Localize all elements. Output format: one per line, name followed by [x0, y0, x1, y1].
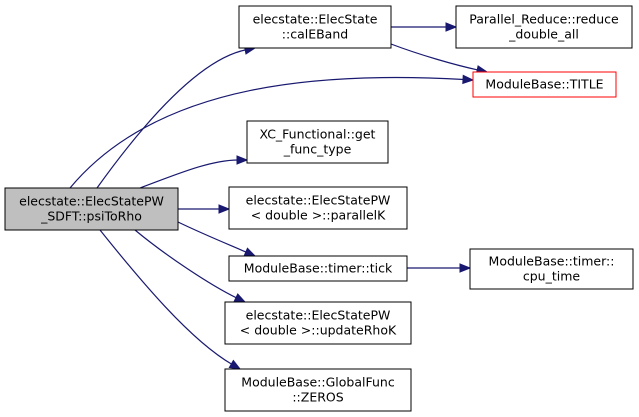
node-box — [455, 5, 633, 49]
node-tick[interactable]: ModuleBase::timer::tick — [228, 255, 408, 282]
edge-arrowhead — [233, 293, 247, 303]
edge-calEBand-to-reduce — [390, 22, 458, 32]
nodes-layer: elecstate::ElecStatePW_SDFT::psiToRhoele… — [4, 5, 634, 412]
node-box — [224, 301, 412, 345]
node-label-line: XC_Functional::get — [260, 127, 376, 142]
node-label-line: elecstate::ElecStatePW — [19, 194, 164, 209]
edge-line — [99, 229, 233, 366]
node-title[interactable]: ModuleBase::TITLE — [472, 71, 617, 98]
node-cputime[interactable]: ModuleBase::timer::cpu_time — [469, 248, 634, 290]
node-label-line: elecstate::ElecStatePW — [246, 308, 391, 323]
edge-line — [177, 221, 248, 253]
edge-root-to-zeros — [99, 229, 242, 370]
edge-line — [69, 76, 465, 189]
node-box — [238, 5, 392, 49]
edge-root-to-parallelK — [178, 204, 231, 214]
edge-arrowhead — [218, 204, 231, 214]
node-calEBand[interactable]: elecstate::ElecState::calEBand — [238, 5, 392, 49]
node-zeros[interactable]: ModuleBase::GlobalFunc::ZEROS — [224, 368, 412, 412]
edge-line — [96, 49, 247, 189]
node-label-line: _SDFT::psiToRho — [40, 209, 142, 224]
node-label-line: ::ZEROS — [292, 390, 343, 405]
edge-line — [134, 229, 238, 299]
node-parallelK[interactable]: elecstate::ElecStatePW< double >::parall… — [228, 186, 408, 230]
node-label-line: _func_type — [283, 142, 352, 157]
node-box — [4, 187, 179, 231]
edge-tick-to-cputime — [407, 263, 472, 273]
node-label-line: < double >::updateRhoK — [240, 323, 397, 338]
node-label-line: < double >::parallelK — [251, 208, 386, 223]
node-label-line: Parallel_Reduce::reduce — [469, 12, 619, 27]
node-label-line: ModuleBase::TITLE — [485, 77, 603, 92]
node-label-line: elecstate::ElecStatePW — [246, 193, 391, 208]
node-updateRhoK[interactable]: elecstate::ElecStatePW< double >::update… — [224, 301, 412, 345]
edge-arrowhead — [243, 247, 257, 257]
node-label-line: ModuleBase::timer::tick — [244, 261, 393, 276]
node-reduce[interactable]: Parallel_Reduce::reduce_double_all — [455, 5, 633, 49]
node-box — [469, 248, 634, 290]
edge-arrowhead — [445, 22, 458, 32]
node-box — [246, 120, 389, 164]
node-label-line: elecstate::ElecState — [253, 12, 378, 27]
node-xcfunc[interactable]: XC_Functional::get_func_type — [246, 120, 389, 164]
edge-arrowhead — [228, 359, 242, 370]
node-label-line: ModuleBase::timer:: — [489, 254, 615, 269]
node-label-line: cpu_time — [523, 269, 581, 284]
edges-layer — [69, 22, 489, 370]
node-label-line: ModuleBase::GlobalFunc — [241, 375, 395, 390]
edge-arrowhead — [236, 155, 249, 165]
node-root: elecstate::ElecStatePW_SDFT::psiToRho — [4, 187, 179, 231]
edge-root-to-xcfunc — [139, 155, 249, 189]
edge-root-to-title — [69, 74, 475, 189]
node-box — [224, 368, 412, 412]
node-box — [228, 255, 408, 282]
node-label-line: _double_all — [508, 27, 579, 42]
node-box — [228, 186, 408, 230]
edge-arrowhead — [459, 263, 472, 273]
edge-line — [139, 159, 239, 189]
edge-arrowhead — [462, 74, 475, 85]
node-box — [472, 71, 617, 98]
edge-root-to-calEBand — [96, 45, 257, 189]
node-label-line: ::calEBand — [282, 27, 348, 42]
edge-line — [390, 43, 479, 71]
